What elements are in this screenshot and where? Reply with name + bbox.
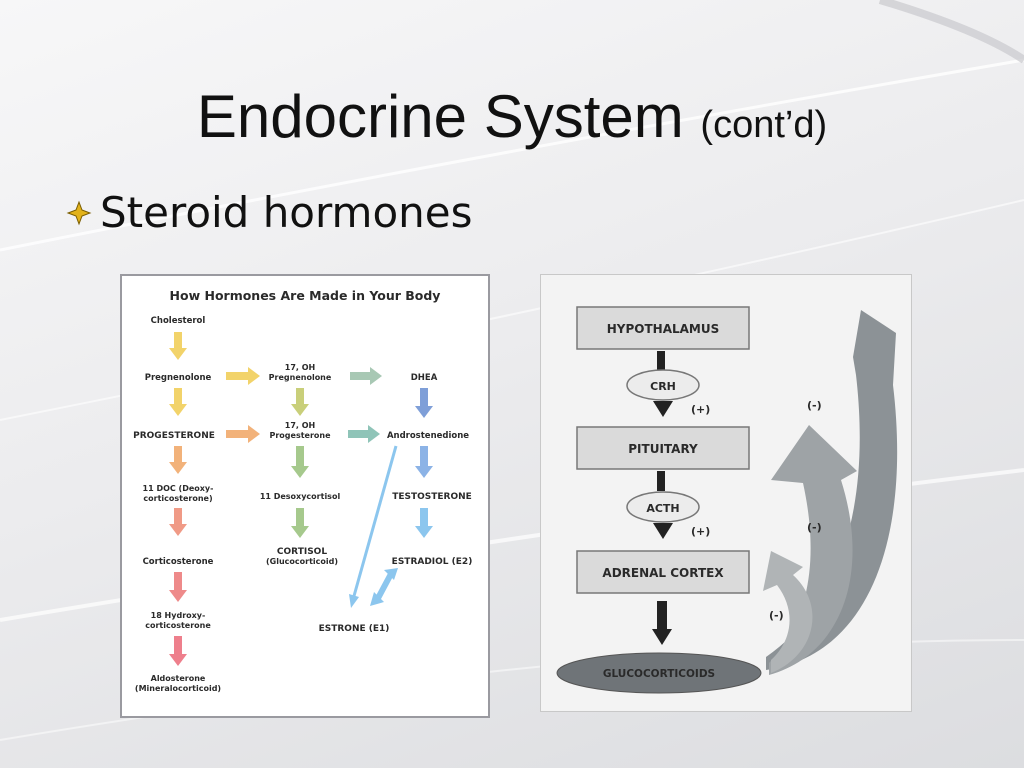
arrow-crh-down	[653, 401, 673, 417]
label-17oh-preg-line1: 17, OH	[285, 363, 315, 372]
label-minus-3: (-)	[769, 609, 784, 622]
arrow-17ohprog-andro	[348, 425, 380, 443]
box-hypothalamus	[576, 306, 750, 350]
label-aldosterone-line2: (Mineralocorticoid)	[135, 684, 221, 693]
title-main: Endocrine System	[196, 83, 684, 150]
oval-crh	[626, 369, 700, 401]
label-plus-2: (+)	[691, 525, 710, 538]
box-pituitary	[576, 426, 750, 470]
label-estradiol: ESTRADIOL (E2)	[392, 557, 473, 567]
star-bullet-icon	[66, 200, 92, 225]
connector-pit-acth	[657, 471, 665, 491]
arrow-hydroxy-aldo	[169, 636, 187, 666]
label-doc-line2: corticosterone)	[143, 494, 212, 503]
label-hydroxy-line2: corticosterone	[145, 621, 211, 630]
bullet-text: Steroid hormones	[100, 188, 473, 237]
arrow-prog-17ohprog	[226, 425, 260, 443]
label-cholesterol: Cholesterol	[151, 316, 206, 326]
label-aldosterone-line1: Aldosterone	[151, 674, 206, 683]
label-testosterone: TESTOSTERONE	[392, 492, 472, 502]
title-suffix: (cont’d)	[700, 104, 828, 146]
arrow-prog-doc	[169, 446, 187, 474]
arrow-estradiol-estrone-down	[370, 592, 384, 606]
label-17oh-prog-line1: 17, OH	[285, 421, 315, 430]
label-glucocorticoids: GLUCOCORTICOIDS	[603, 668, 715, 680]
label-desoxycortisol: 11 Desoxycortisol	[260, 492, 341, 501]
arrow-testo-estradiol	[415, 508, 433, 538]
label-hydroxy-line1: 18 Hydroxy-	[151, 611, 206, 620]
hpa-axis-diagram: HYPOTHALAMUS CRH (+) PITUITARY ACTH (+) …	[540, 274, 912, 712]
label-17oh-preg-line2: Pregnenolone	[269, 373, 332, 382]
arrow-andro-estrone	[349, 594, 359, 608]
label-minus-2: (-)	[807, 521, 822, 534]
arrow-acth-down	[653, 523, 673, 539]
oval-acth	[626, 491, 700, 523]
label-crh: CRH	[650, 380, 676, 393]
label-cortisol-line1: CORTISOL	[277, 547, 327, 557]
arrow-preg-17ohpreg	[226, 367, 260, 385]
arrow-preg-prog	[169, 388, 187, 416]
label-cortisol-line2: (Glucocorticoid)	[266, 557, 338, 566]
label-estrone: ESTRONE (E1)	[319, 624, 390, 634]
diagram-heading: How Hormones Are Made in Your Body	[170, 288, 441, 303]
arrows-horizontal	[226, 367, 382, 443]
arrow-desoxy-cortisol	[291, 508, 309, 538]
arrow-chol-preg	[169, 332, 187, 360]
connector-hypo-crh	[657, 351, 665, 371]
label-corticosterone: Corticosterone	[143, 557, 214, 567]
arrow-17ohprog-desoxy	[291, 446, 309, 478]
oval-glucocorticoids	[556, 652, 762, 694]
hormone-synthesis-diagram: How Hormones Are Made in Your Body Chole…	[120, 274, 490, 718]
arrows-column-3	[415, 388, 433, 538]
slide-title: Endocrine System (cont’d)	[0, 82, 1024, 151]
arrows-column-1	[169, 332, 187, 666]
label-pregnenolone: Pregnenolone	[145, 373, 212, 383]
feedback-arrow-small	[763, 551, 813, 673]
label-adrenal-cortex: ADRENAL CORTEX	[602, 566, 724, 580]
arrow-estrone-estradiol-up	[384, 568, 398, 580]
box-adrenal-cortex	[576, 550, 750, 594]
label-hypothalamus: HYPOTHALAMUS	[607, 322, 720, 336]
label-androstenedione: Androstenedione	[387, 431, 469, 441]
label-plus-1: (+)	[691, 403, 710, 416]
arrow-andro-testo	[415, 446, 433, 478]
feedback-arrow-large	[766, 310, 898, 670]
arrow-doc-cortico	[169, 508, 187, 536]
label-doc-line1: 11 DOC (Deoxy-	[143, 484, 214, 493]
label-pituitary: PITUITARY	[628, 442, 698, 456]
label-17oh-prog-line2: Progesterone	[269, 431, 331, 440]
feedback-arrow-medium	[769, 425, 857, 675]
arrow-dhea-andro	[415, 388, 433, 418]
arrows-diagonal	[349, 445, 398, 608]
arrow-17ohpreg-dhea	[350, 367, 382, 385]
bullet-item: Steroid hormones	[66, 188, 472, 237]
arrow-adrenal-down	[652, 629, 672, 645]
arrow-cortico-hydroxy	[169, 572, 187, 602]
connector-adrenal-gluco	[657, 601, 667, 631]
label-acth: ACTH	[646, 502, 679, 515]
arrows-column-2	[291, 388, 309, 538]
arrow-17ohpreg-17ohprog	[291, 388, 309, 416]
label-minus-1: (-)	[807, 399, 822, 412]
label-dhea: DHEA	[411, 373, 438, 383]
label-progesterone: PROGESTERONE	[133, 431, 215, 441]
